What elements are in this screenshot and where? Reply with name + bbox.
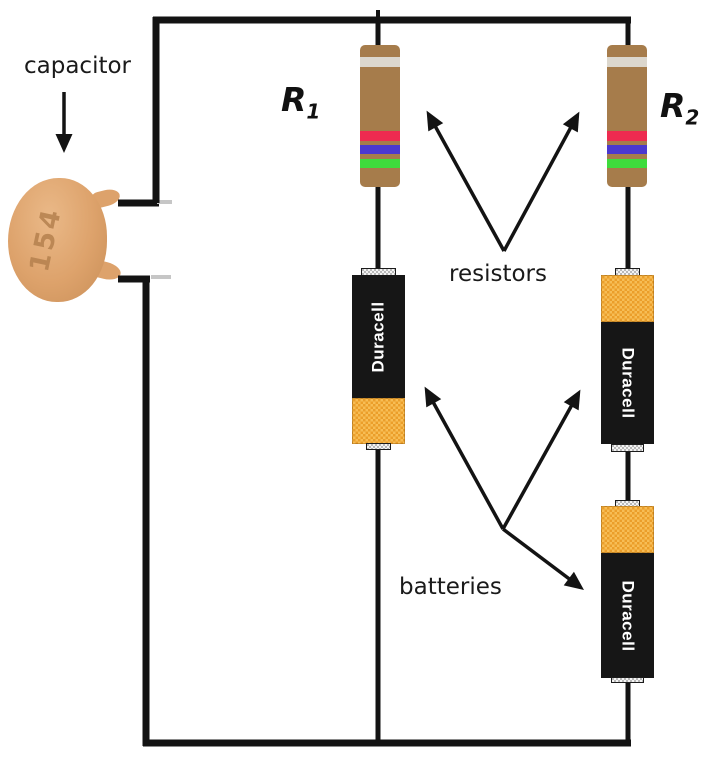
color-band-white	[607, 57, 647, 67]
battery-black-sleeve: Duracell	[601, 553, 654, 678]
battery-brand-label: Duracell	[618, 579, 638, 652]
color-band-green	[360, 159, 400, 168]
color-band-blue	[607, 145, 647, 154]
resistors-arrow-left	[426, 110, 506, 252]
battery-black-sleeve: Duracell	[601, 322, 654, 444]
battery-right-bottom-component: Duracell	[601, 500, 654, 683]
battery-orange-sleeve	[601, 506, 654, 553]
battery-left-component: Duracell	[352, 268, 405, 450]
resistor-r1-component	[360, 45, 400, 187]
resistor-subscript: 2	[685, 105, 700, 130]
resistor-subscript: 1	[306, 99, 321, 124]
color-band-red	[360, 131, 400, 141]
resistor-r1-label: R1	[281, 80, 320, 124]
batteries-arrow-right-up	[501, 389, 581, 530]
resistors-arrow-right	[502, 111, 580, 252]
batteries-arrow-left	[424, 386, 505, 530]
capacitor-component	[8, 178, 107, 302]
batteries-arrow-right-down	[501, 527, 584, 591]
battery-brand-label: Duracell	[618, 347, 638, 419]
resistor-symbol: R	[660, 86, 686, 125]
color-band-green	[607, 159, 647, 168]
resistors-label: resistors	[449, 261, 547, 287]
battery-black-sleeve: Duracell	[352, 275, 405, 398]
battery-terminal	[366, 443, 391, 450]
battery-orange-sleeve	[352, 398, 405, 444]
color-band-white	[360, 57, 400, 67]
battery-orange-sleeve	[601, 275, 654, 322]
battery-terminal	[611, 444, 644, 452]
color-band-blue	[360, 145, 400, 154]
color-band-red	[607, 131, 647, 141]
annotation-arrows	[55, 92, 584, 591]
resistor-r2-component	[607, 45, 647, 187]
battery-terminal	[611, 677, 644, 683]
circuit-wires	[118, 10, 631, 747]
battery-right-top-component: Duracell	[601, 268, 654, 452]
resistor-r2-label: R2	[660, 86, 699, 130]
battery-brand-label: Duracell	[368, 300, 388, 373]
resistor-symbol: R	[281, 80, 307, 119]
batteries-label: batteries	[399, 574, 502, 600]
capacitor-label: capacitor	[24, 53, 132, 79]
